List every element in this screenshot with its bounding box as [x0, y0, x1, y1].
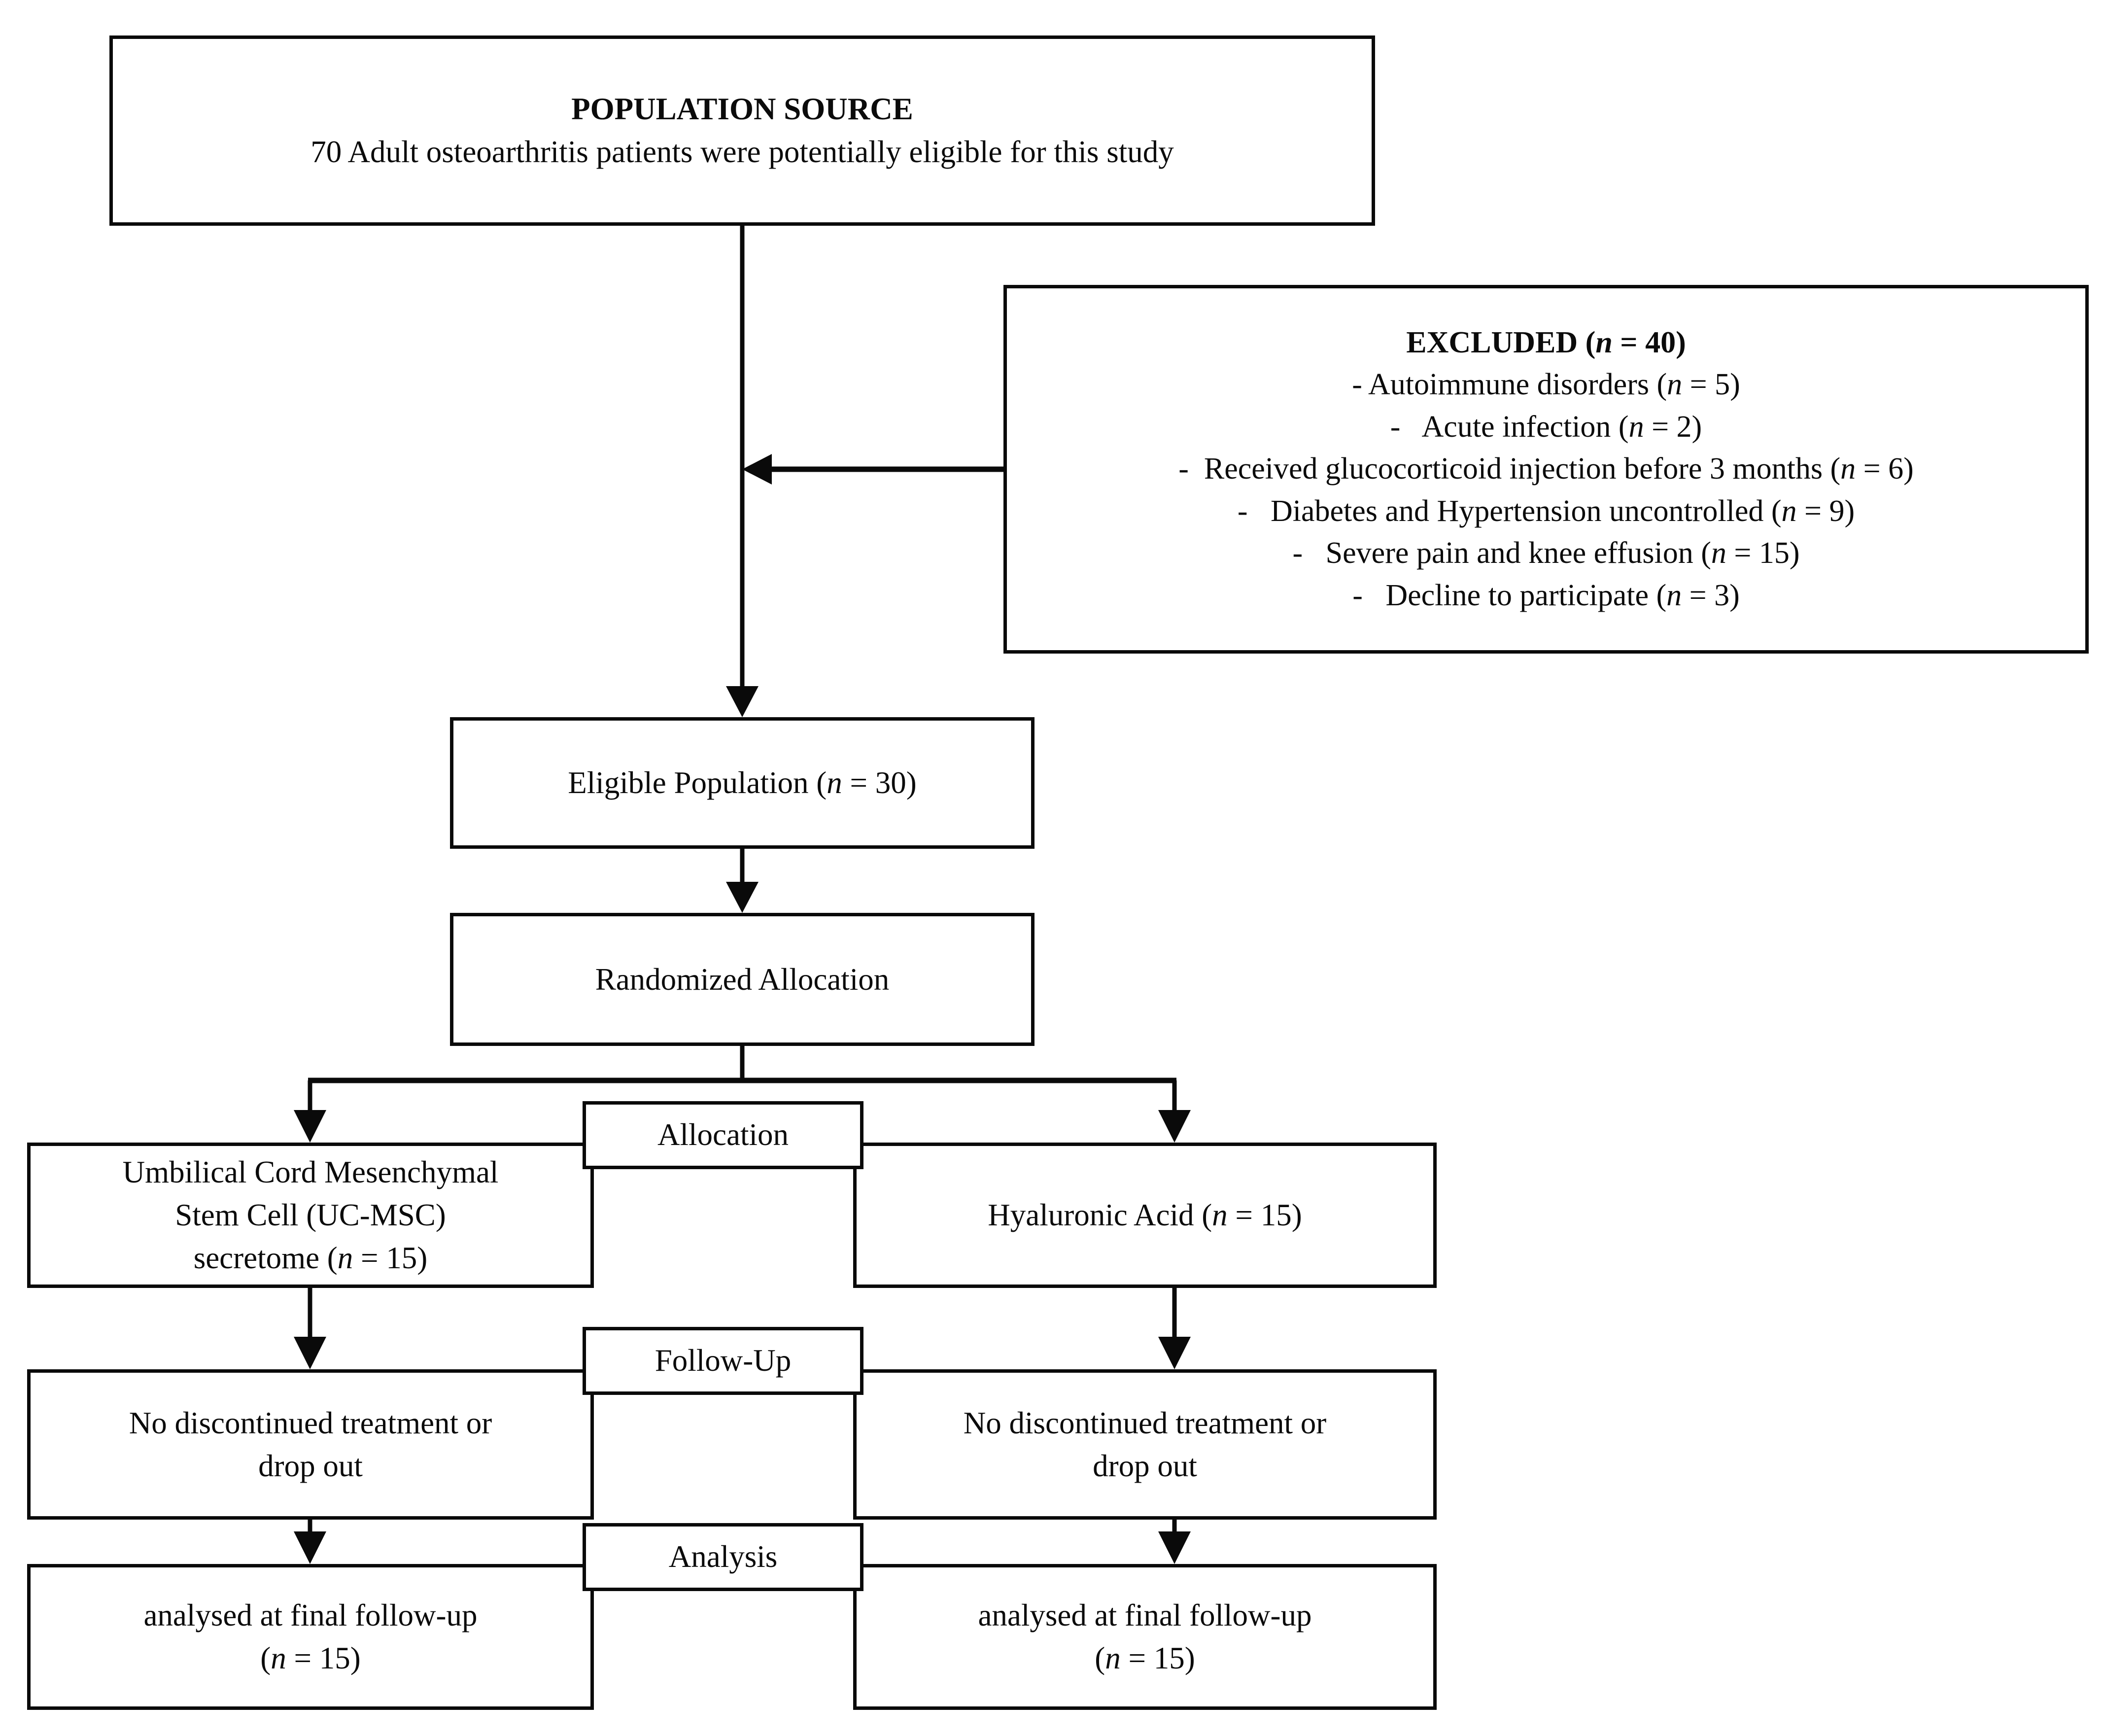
connector-left-followup-to-analysis: [294, 1520, 326, 1564]
excluded-item-n: n: [1666, 578, 1682, 612]
followup-right-line1: No discontinued treatment or: [963, 1405, 1327, 1440]
excluded-item-n: n: [1840, 452, 1856, 486]
excluded-heading-suffix: = 40): [1612, 325, 1686, 359]
randomized-allocation-text: Randomized Allocation: [595, 962, 890, 997]
analysis-right-line1: analysed at final follow-up: [978, 1598, 1312, 1633]
excluded-item-value: = 9): [1796, 494, 1855, 528]
arm-right-n: n: [1212, 1198, 1228, 1233]
excluded-item-n: n: [1667, 368, 1683, 402]
excluded-item: - Decline to participate (n = 3): [1015, 575, 2077, 617]
eligible-population-text: Eligible Population (n = 30): [568, 765, 916, 800]
stage-label-followup-text: Follow-Up: [655, 1343, 792, 1378]
arm-left-line3-prefix: secretome (: [193, 1240, 338, 1275]
excluded-item-dash: -: [1237, 494, 1248, 528]
followup-left-line2: drop out: [258, 1448, 363, 1483]
excluded-item-value: = 6): [1856, 452, 1914, 486]
stage-label-analysis: Analysis: [583, 1523, 863, 1591]
excluded-item-text: Autoimmune disorders (: [1368, 368, 1667, 402]
excluded-item-text: Decline to participate (: [1385, 578, 1667, 612]
excluded-heading-prefix: EXCLUDED (: [1406, 325, 1596, 359]
node-analysis-right: analysed at final follow-up (n = 15): [853, 1564, 1437, 1710]
node-randomized-allocation: Randomized Allocation: [450, 913, 1035, 1046]
stage-label-followup: Follow-Up: [583, 1327, 863, 1395]
arm-left-line3: secretome (n = 15): [41, 1237, 580, 1280]
node-arm-left-treatment: Umbilical Cord Mesenchymal Stem Cell (UC…: [27, 1143, 594, 1288]
arm-left-n: n: [337, 1240, 353, 1275]
connector-eligible-to-randomized: [726, 849, 759, 913]
connector-excluded-to-trunk: [742, 454, 1003, 485]
excluded-item-n: n: [1711, 536, 1726, 570]
eligible-population-prefix: Eligible Population (: [568, 765, 827, 800]
node-excluded: EXCLUDED (n = 40) - Autoimmune disorders…: [1003, 285, 2089, 654]
followup-left-line1: No discontinued treatment or: [129, 1405, 492, 1440]
arm-right-prefix: Hyaluronic Acid (: [988, 1198, 1212, 1233]
connector-right-arm-to-followup: [1158, 1288, 1191, 1369]
excluded-item-text: Received glucocorticoid injection before…: [1204, 452, 1841, 486]
excluded-item-n: n: [1628, 410, 1644, 444]
analysis-left-suffix: = 15): [286, 1641, 361, 1675]
analysis-right-n: n: [1105, 1641, 1121, 1675]
excluded-item-value: = 5): [1682, 368, 1740, 402]
analysis-left-n: n: [271, 1641, 286, 1675]
excluded-item-value: = 3): [1682, 578, 1740, 612]
population-source-heading: POPULATION SOURCE: [571, 92, 913, 127]
stage-label-analysis-text: Analysis: [668, 1539, 778, 1574]
node-eligible-population: Eligible Population (n = 30): [450, 717, 1035, 849]
analysis-left-line2: (n = 15): [41, 1637, 580, 1680]
connector-randomized-split: [294, 1046, 1191, 1143]
connector-right-followup-to-analysis: [1158, 1520, 1191, 1564]
analysis-right-line2: (n = 15): [867, 1637, 1422, 1680]
excluded-item-dash: -: [1352, 368, 1362, 402]
excluded-item: - Acute infection (n = 2): [1015, 406, 2077, 449]
followup-right-line2: drop out: [1093, 1448, 1197, 1483]
excluded-item-value: = 15): [1726, 536, 1800, 570]
excluded-item: - Autoimmune disorders (n = 5): [1015, 364, 2077, 406]
analysis-left-prefix: (: [260, 1641, 271, 1675]
analysis-right-prefix: (: [1095, 1641, 1105, 1675]
excluded-item: - Severe pain and knee effusion (n = 15): [1015, 532, 2077, 575]
connector-left-arm-to-followup: [294, 1288, 326, 1369]
excluded-item-dash: -: [1178, 452, 1189, 486]
excluded-item: - Diabetes and Hypertension uncontrolled…: [1015, 490, 2077, 533]
excluded-item: - Received glucocorticoid injection befo…: [1015, 448, 2077, 490]
node-followup-right: No discontinued treatment or drop out: [853, 1369, 1437, 1520]
stage-label-allocation-text: Allocation: [657, 1117, 789, 1152]
excluded-item-dash: -: [1352, 578, 1363, 612]
excluded-item-value: = 2): [1644, 410, 1702, 444]
excluded-item-dash: -: [1292, 536, 1303, 570]
stage-label-allocation: Allocation: [583, 1101, 863, 1169]
connector-population-to-eligible: [726, 226, 759, 717]
node-arm-right-treatment: Hyaluronic Acid (n = 15): [853, 1143, 1437, 1288]
arm-right-suffix: = 15): [1227, 1198, 1302, 1233]
node-analysis-left: analysed at final follow-up (n = 15): [27, 1564, 594, 1710]
analysis-left-line1: analysed at final follow-up: [143, 1598, 478, 1633]
eligible-population-suffix: = 30): [842, 765, 917, 800]
excluded-heading-n: n: [1595, 325, 1613, 359]
node-population-source: POPULATION SOURCE 70 Adult osteoarthriti…: [109, 35, 1375, 226]
excluded-item-text: Acute infection (: [1421, 410, 1629, 444]
excluded-heading: EXCLUDED (n = 40): [1015, 322, 2077, 364]
arm-right-text: Hyaluronic Acid (n = 15): [988, 1198, 1302, 1232]
excluded-item-dash: -: [1390, 410, 1401, 444]
analysis-right-suffix: = 15): [1120, 1641, 1195, 1675]
arm-left-line2: Stem Cell (UC-MSC): [175, 1198, 446, 1233]
arm-left-line1: Umbilical Cord Mesenchymal: [122, 1155, 499, 1190]
excluded-item-text: Severe pain and knee effusion (: [1325, 536, 1711, 570]
eligible-population-n: n: [827, 765, 842, 800]
node-followup-left: No discontinued treatment or drop out: [27, 1369, 594, 1520]
excluded-item-n: n: [1781, 494, 1797, 528]
arm-left-line3-suffix: = 15): [353, 1240, 428, 1275]
population-source-body: 70 Adult osteoarthritis patients were po…: [310, 135, 1174, 169]
excluded-item-text: Diabetes and Hypertension uncontrolled (: [1271, 494, 1782, 528]
